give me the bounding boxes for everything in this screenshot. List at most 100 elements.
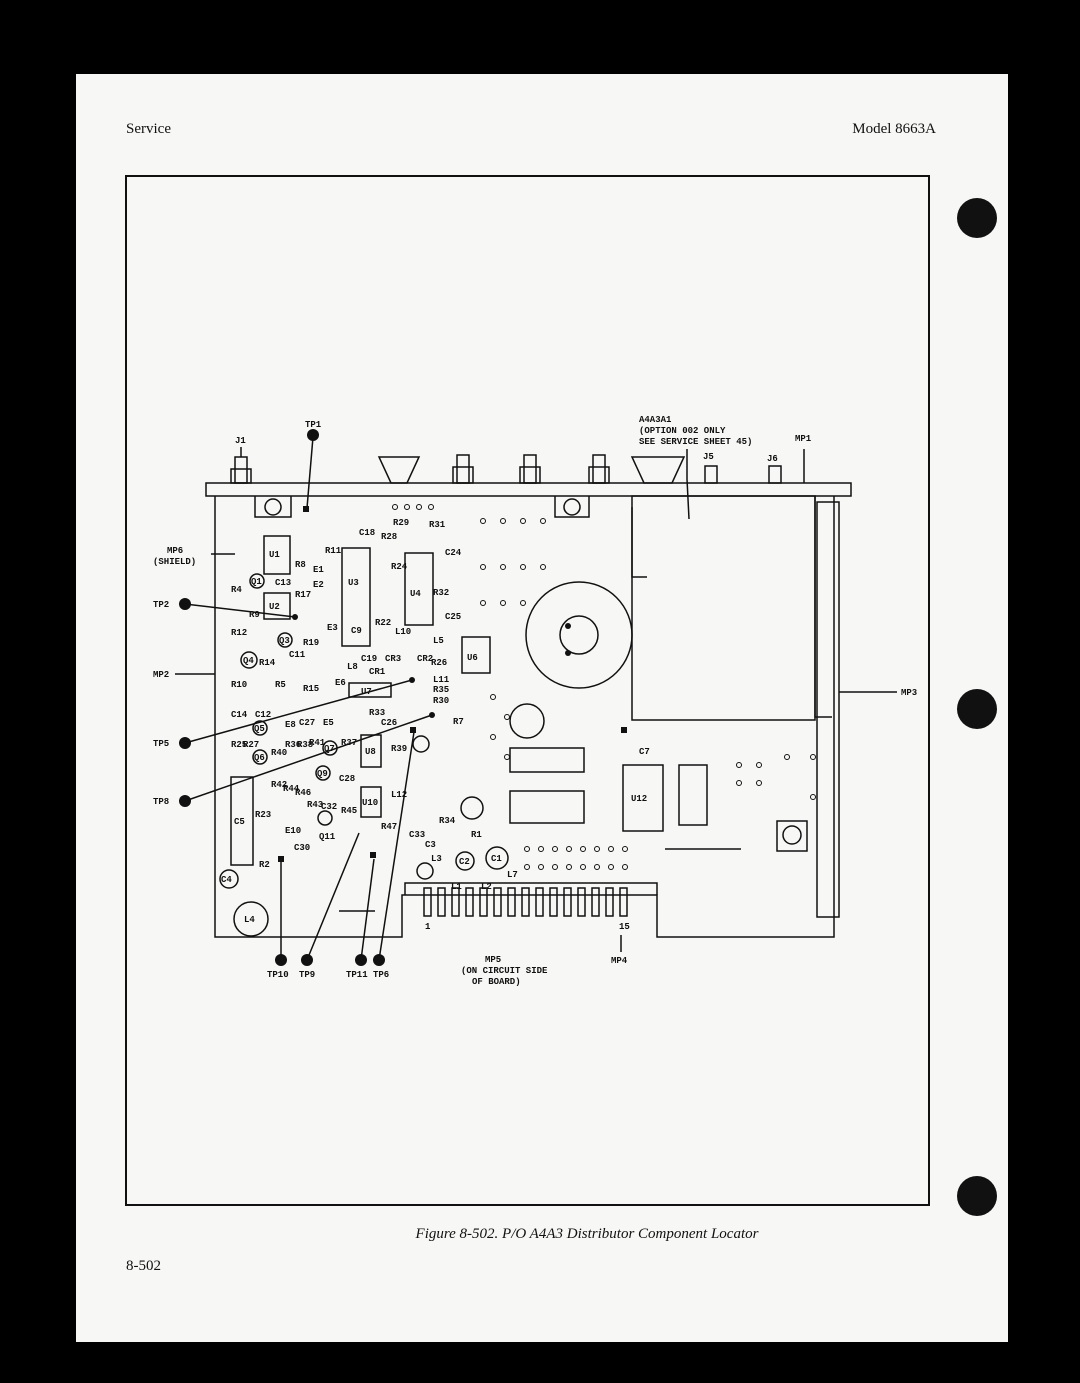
c27-label: C27	[299, 718, 315, 728]
l8-label: L8	[347, 662, 358, 672]
c5-label: C5	[234, 817, 245, 827]
c4-label: C4	[221, 875, 232, 885]
tp11-leader	[360, 858, 375, 961]
u8-label: U8	[365, 747, 376, 757]
tp2-dot	[179, 598, 191, 610]
u6-body	[461, 636, 491, 674]
r41-label: R41	[309, 738, 326, 748]
l11-label: L11	[433, 675, 450, 685]
rotary-switch	[525, 581, 633, 689]
j1-connector	[234, 456, 248, 484]
r9-label: R9	[249, 610, 260, 620]
r32-label: R32	[433, 588, 449, 598]
tp5-label: TP5	[153, 739, 169, 749]
tp9-leader	[306, 832, 360, 961]
relay-3	[509, 790, 585, 824]
e2-label: E2	[313, 580, 324, 590]
tp2-leader	[184, 603, 296, 618]
c13-label: C13	[275, 578, 291, 588]
r36-label: R36	[285, 740, 301, 750]
c25-label: C25	[445, 612, 461, 622]
l10-label: L10	[395, 627, 411, 637]
r22-label: R22	[375, 618, 391, 628]
binder-hole-top	[957, 198, 997, 238]
mp3-bracket	[816, 501, 840, 918]
q1-body	[249, 573, 265, 589]
j6-connector	[768, 465, 782, 484]
binder-hole-middle	[957, 689, 997, 729]
mp6-shield-label: (SHIELD)	[153, 557, 196, 567]
c11-label: C11	[289, 650, 306, 660]
c2-body	[455, 851, 475, 871]
l2-label: L2	[481, 882, 492, 892]
e10-label: E10	[285, 826, 301, 836]
mp6-label: MP6	[167, 546, 183, 556]
j1-label: J1	[235, 436, 246, 446]
r23-label: R23	[255, 810, 271, 820]
edge-connector-fingers	[423, 887, 628, 917]
tp10-label: TP10	[267, 970, 289, 980]
mp1-label: MP1	[795, 434, 812, 444]
c4-body	[219, 869, 239, 889]
r30-label: R30	[433, 696, 449, 706]
r29-label: R29	[393, 518, 409, 528]
tp2-label: TP2	[153, 600, 169, 610]
q6-body	[252, 749, 268, 765]
c30-label: C30	[294, 843, 310, 853]
r26-label: R26	[431, 658, 447, 668]
cr1-label: CR1	[369, 667, 386, 677]
a4a3a1-leader	[686, 449, 690, 520]
c24-label: C24	[445, 548, 462, 558]
c28-label: C28	[339, 774, 355, 784]
trim-pot	[782, 825, 802, 845]
j6-label: J6	[767, 454, 778, 464]
c19-label: C19	[361, 654, 377, 664]
r14-label: R14	[259, 658, 276, 668]
q7-label: Q7	[324, 744, 335, 754]
l5-label: L5	[433, 636, 444, 646]
header-model-label: Model 8663A	[852, 121, 936, 137]
u3-label: U3	[348, 578, 359, 588]
board-outline	[214, 496, 835, 938]
c1-body	[485, 846, 509, 870]
u8-body	[360, 734, 382, 768]
tp8-dot	[179, 795, 191, 807]
page-number: 8-502	[126, 1258, 161, 1274]
r1-label: R1	[471, 830, 482, 840]
r42-label: R42	[271, 780, 287, 790]
u4-body	[404, 552, 434, 626]
tp6-leader	[378, 731, 415, 961]
r11-label: R11	[325, 546, 342, 556]
c26-label: C26	[381, 718, 397, 728]
r15-label: R15	[303, 684, 319, 694]
r2-label: R2	[259, 860, 270, 870]
r35-label: R35	[433, 685, 449, 695]
u3-body	[341, 547, 371, 647]
u1-body	[263, 535, 291, 575]
r33-label: R33	[369, 708, 385, 718]
tp10-dot	[275, 954, 287, 966]
u7-label: U7	[361, 687, 372, 697]
r25-label: R25	[231, 740, 247, 750]
r17-label: R17	[295, 590, 311, 600]
header-section-label: Service	[126, 121, 171, 137]
tp11-label: TP11	[346, 970, 368, 980]
tp9-dot	[301, 954, 313, 966]
q1-label: Q1	[251, 577, 262, 587]
e8-label: E8	[285, 720, 296, 730]
relay-1	[678, 764, 708, 826]
tp1-leader	[306, 436, 314, 509]
q9-body	[315, 765, 331, 781]
c33-label: C33	[409, 830, 425, 840]
tp8-leader	[184, 714, 433, 802]
tp11-dot	[355, 954, 367, 966]
mp2-label: MP2	[153, 670, 169, 680]
r45-label: R45	[341, 806, 357, 816]
u10-label: U10	[362, 798, 378, 808]
q6-label: Q6	[254, 753, 265, 763]
tp6-dot	[373, 954, 385, 966]
r34-label: R34	[439, 816, 456, 826]
q5-body	[252, 720, 268, 736]
front-funnel-1	[377, 456, 421, 484]
u4-label: U4	[410, 589, 421, 599]
